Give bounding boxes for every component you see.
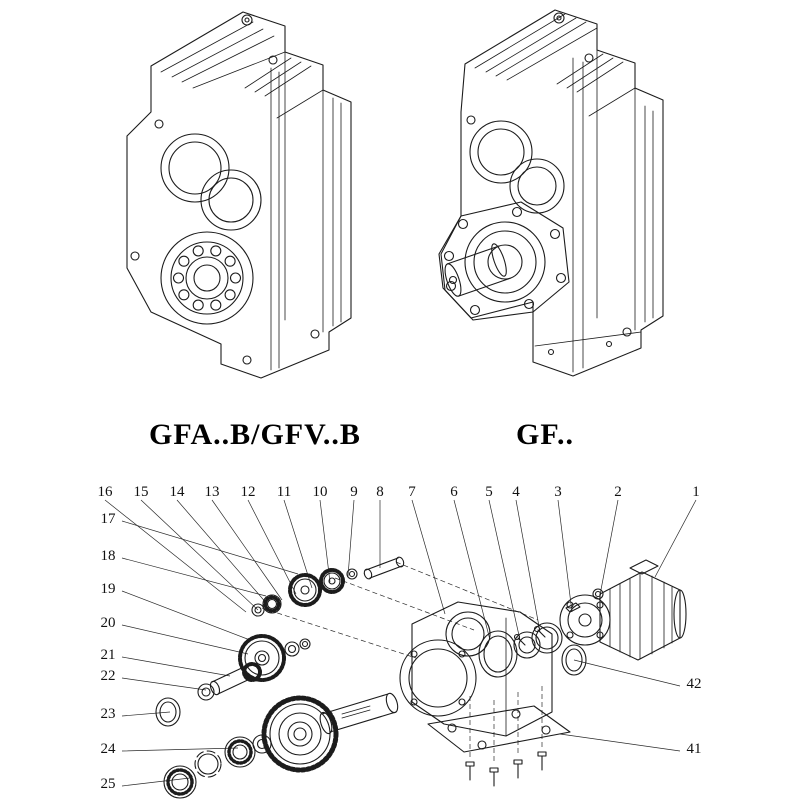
callout-3: 3 <box>554 484 562 500</box>
callout-8: 8 <box>376 484 384 500</box>
callout-14: 14 <box>169 484 185 500</box>
motor <box>559 559 687 661</box>
intermediate-gear-cluster <box>197 634 311 701</box>
callout-25: 25 <box>100 776 116 792</box>
housing-outline <box>438 9 664 377</box>
model-label-gf: GF.. <box>516 418 574 451</box>
housing-outline <box>126 11 352 379</box>
callout-22: 22 <box>100 668 116 684</box>
bore-circles <box>469 120 565 214</box>
motor-side-small-parts <box>513 588 604 646</box>
side-ribs <box>270 51 342 371</box>
cooling-fins <box>160 21 324 119</box>
model-label-gfab: GFA..B/GFV..B <box>149 418 361 451</box>
callout-16: 16 <box>97 484 113 500</box>
callout-9: 9 <box>350 484 358 500</box>
foundation-bolts <box>465 751 547 787</box>
callout-2: 2 <box>614 484 622 500</box>
callout-11: 11 <box>276 484 292 500</box>
callout-41: 41 <box>686 741 702 757</box>
callout-7: 7 <box>408 484 416 500</box>
callout-6: 6 <box>450 484 458 500</box>
corner-bolt-holes <box>130 55 320 365</box>
callout-18: 18 <box>100 548 116 564</box>
callout-13: 13 <box>204 484 220 500</box>
base-plate <box>427 705 571 753</box>
callout-21: 21 <box>100 647 116 663</box>
callout-15: 15 <box>133 484 149 500</box>
gear-housing <box>399 601 553 737</box>
output-gear-assembly <box>163 692 399 799</box>
cover-rings <box>478 622 587 678</box>
side-ribs <box>534 49 654 373</box>
output-bearing <box>160 231 254 325</box>
cooling-fins <box>474 13 636 117</box>
output-shaft <box>444 243 523 297</box>
callout-19: 19 <box>100 581 116 597</box>
bore-circles <box>160 133 262 231</box>
callout-5: 5 <box>485 484 493 500</box>
callout-10: 10 <box>312 484 328 500</box>
gearbox-drawing-gf <box>438 9 664 377</box>
assembly-axis-lines <box>261 561 543 764</box>
exploded-view-drawing <box>104 499 697 799</box>
eyebolt-hole <box>553 12 565 24</box>
output-flange <box>440 201 570 321</box>
callout-24: 24 <box>100 741 116 757</box>
callout-17: 17 <box>100 511 116 527</box>
callout-1: 1 <box>692 484 700 500</box>
input-shaft-parts <box>251 556 405 617</box>
callout-12: 12 <box>240 484 256 500</box>
oil-seal <box>155 697 181 727</box>
corner-bolt-holes <box>466 53 632 356</box>
leader-lines <box>104 499 697 787</box>
callout-4: 4 <box>512 484 520 500</box>
callout-20: 20 <box>100 615 116 631</box>
gearbox-drawing-gfab <box>126 11 352 379</box>
callout-23: 23 <box>100 706 116 722</box>
callout-42: 42 <box>686 676 702 692</box>
